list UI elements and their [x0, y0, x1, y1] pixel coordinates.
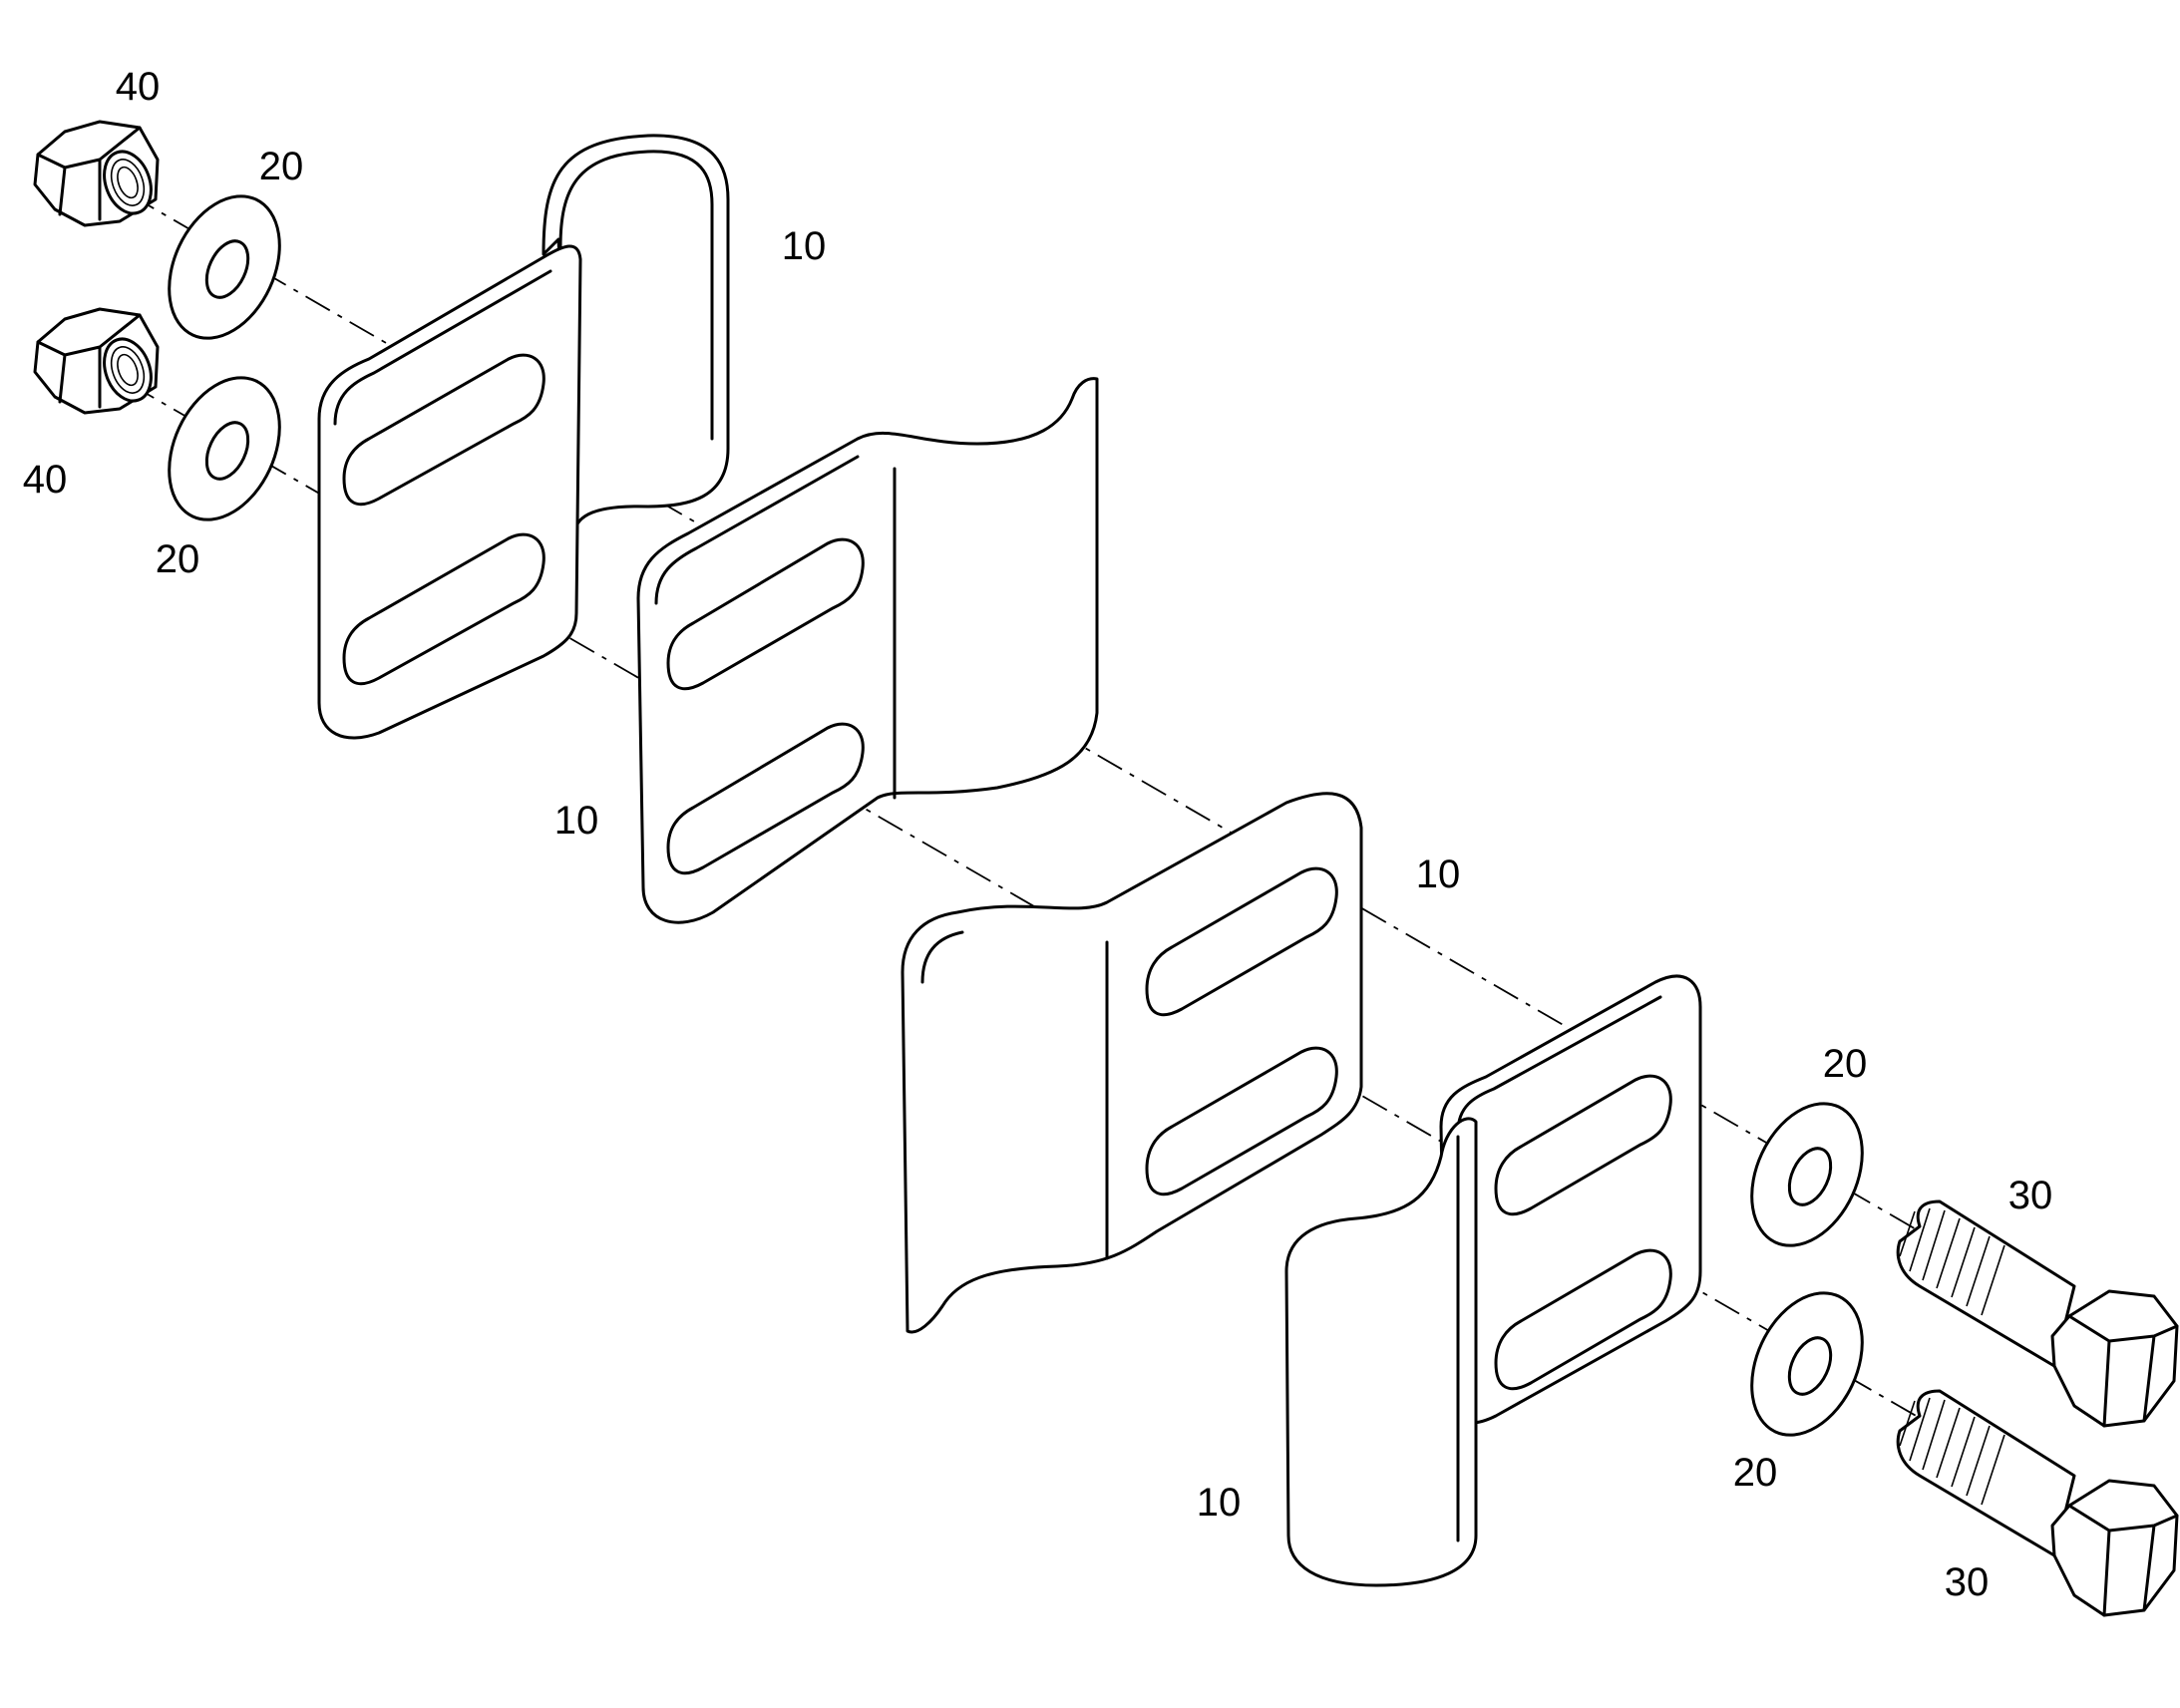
clamp-second-plate-inner — [654, 455, 860, 605]
clamp-front-slot-lower — [1494, 1248, 1672, 1391]
clamp-back-plate-inner — [333, 269, 552, 426]
hex-nut-bottom-chamfer — [36, 313, 142, 409]
clamp-back-slot-lower — [342, 532, 545, 686]
clamp-third-inner — [920, 930, 964, 984]
clamp-second-slot-upper — [666, 537, 865, 691]
hex-bolt-top — [1896, 1199, 2179, 1428]
washer-bottom-right-hole — [1787, 1336, 1833, 1396]
hex-nut-top-thread — [110, 159, 146, 206]
washer-top-left-part — [168, 194, 281, 340]
bolt-bottom-head-edges — [2067, 1504, 2179, 1617]
callout-nut-bottom: 40 — [23, 458, 68, 502]
callout-labels: 40 40 20 20 10 10 10 10 20 20 30 30 — [23, 65, 2053, 1604]
hex-nut-bottom-thread-2 — [117, 353, 139, 387]
callout-clamp-second: 10 — [554, 799, 599, 843]
washer-bottom-left-part — [168, 376, 281, 521]
callout-bolt-bottom: 30 — [1945, 1560, 1990, 1604]
hex-bolt-icon — [2050, 1289, 2179, 1428]
clamp-back-tube-inner — [558, 150, 714, 441]
hex-nut-top-bore — [103, 150, 153, 215]
bolt-top-threads — [1899, 1207, 2005, 1316]
clamp-second-slot-lower — [666, 722, 865, 875]
clamp-back-slot-upper — [342, 353, 545, 507]
hex-nut-top — [33, 120, 160, 227]
callout-clamp-front: 10 — [1197, 1481, 1242, 1525]
bolt-bottom-threads — [1899, 1397, 2005, 1506]
hex-nut-top-thread-2 — [117, 166, 139, 199]
callout-clamp-third: 10 — [1416, 853, 1461, 896]
hex-bolt-icon — [2050, 1479, 2179, 1617]
callout-bolt-top: 30 — [2008, 1174, 2053, 1217]
clamp-back-tube — [542, 134, 730, 540]
clamp-third-slot-upper — [1145, 866, 1338, 1017]
washer-bottom-left-hole — [204, 421, 250, 481]
hex-nut-bottom — [33, 307, 160, 415]
clamp-front-tube — [1284, 1117, 1478, 1587]
hex-nut-bottom-thread — [110, 346, 146, 394]
callout-washer-top-right: 20 — [1823, 1042, 1868, 1086]
hex-bolt-bottom — [1896, 1389, 2179, 1617]
hex-nut-top-chamfer — [36, 126, 142, 221]
clamp-front-part — [1284, 974, 1702, 1587]
clamp-second-part — [636, 377, 1099, 924]
callout-washer-top-left: 20 — [259, 145, 304, 188]
callout-nut-top: 40 — [116, 65, 161, 109]
clamp-third-part — [901, 792, 1363, 1334]
washer-top-right-part — [1750, 1102, 1864, 1247]
hex-nut-bottom-bore — [103, 337, 153, 403]
washer-top-left-hole — [204, 239, 250, 299]
washer-bottom-right-part — [1750, 1291, 1864, 1437]
washer-top-right-hole — [1787, 1147, 1833, 1206]
callout-washer-bottom-left: 20 — [156, 537, 200, 581]
clamp-back-part — [317, 134, 730, 740]
callout-clamp-back: 10 — [782, 224, 827, 268]
bolt-top-head-edges — [2067, 1314, 2179, 1428]
callout-washer-bottom-right: 20 — [1733, 1451, 1778, 1495]
clamp-front-slot-upper — [1494, 1074, 1672, 1216]
clamp-third-slot-lower — [1145, 1046, 1338, 1196]
